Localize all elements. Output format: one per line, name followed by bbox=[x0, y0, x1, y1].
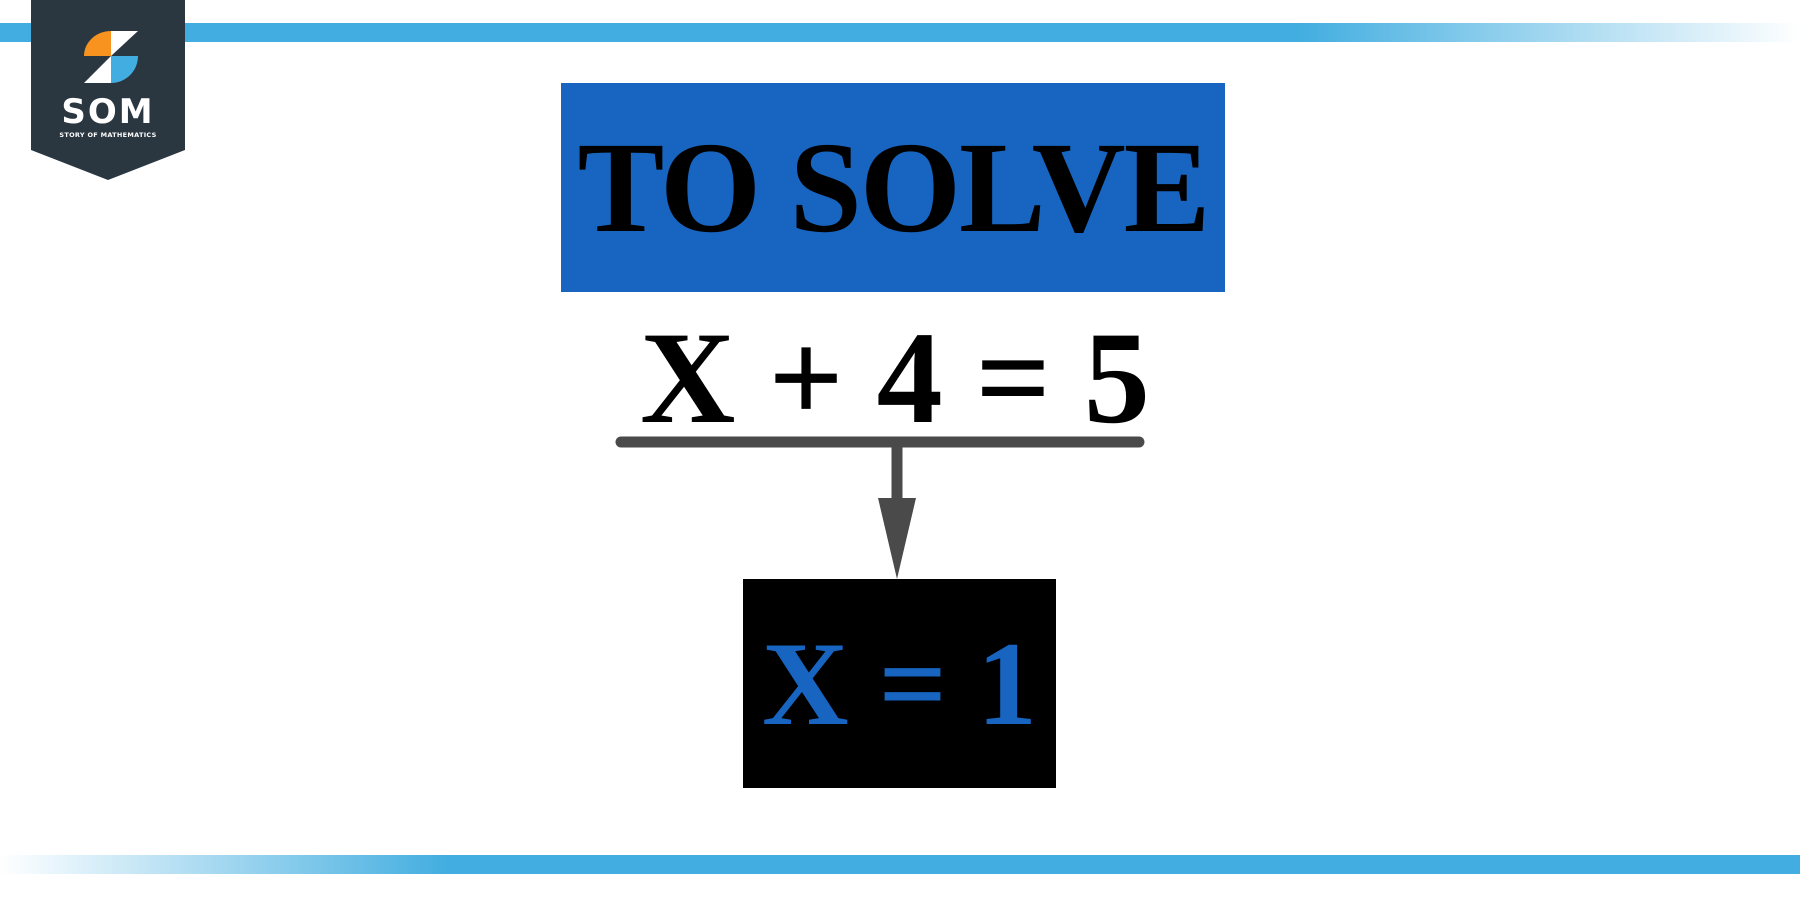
title-text: TO SOLVE bbox=[577, 115, 1211, 260]
logo-name: SOM bbox=[61, 92, 155, 132]
logo-badge-shape bbox=[31, 0, 185, 180]
logo-blue-quadrant-icon bbox=[111, 56, 138, 83]
bottom-accent-stripe bbox=[0, 855, 1800, 874]
result-box: X = 1 bbox=[743, 579, 1056, 788]
title-box: TO SOLVE bbox=[561, 83, 1225, 292]
logo-white-top-quadrant-icon bbox=[111, 31, 138, 56]
result-text: X = 1 bbox=[761, 616, 1038, 750]
logo-orange-quadrant-icon bbox=[84, 31, 111, 56]
top-accent-stripe bbox=[0, 23, 1800, 42]
logo-white-bottom-quadrant-icon bbox=[84, 56, 111, 83]
equation-text: X + 4 = 5 bbox=[640, 304, 1150, 451]
logo-tagline: STORY OF MATHEMATICS bbox=[59, 131, 157, 139]
arrow-head-icon bbox=[878, 498, 916, 579]
som-logo: SOM STORY OF MATHEMATICS bbox=[31, 0, 185, 180]
